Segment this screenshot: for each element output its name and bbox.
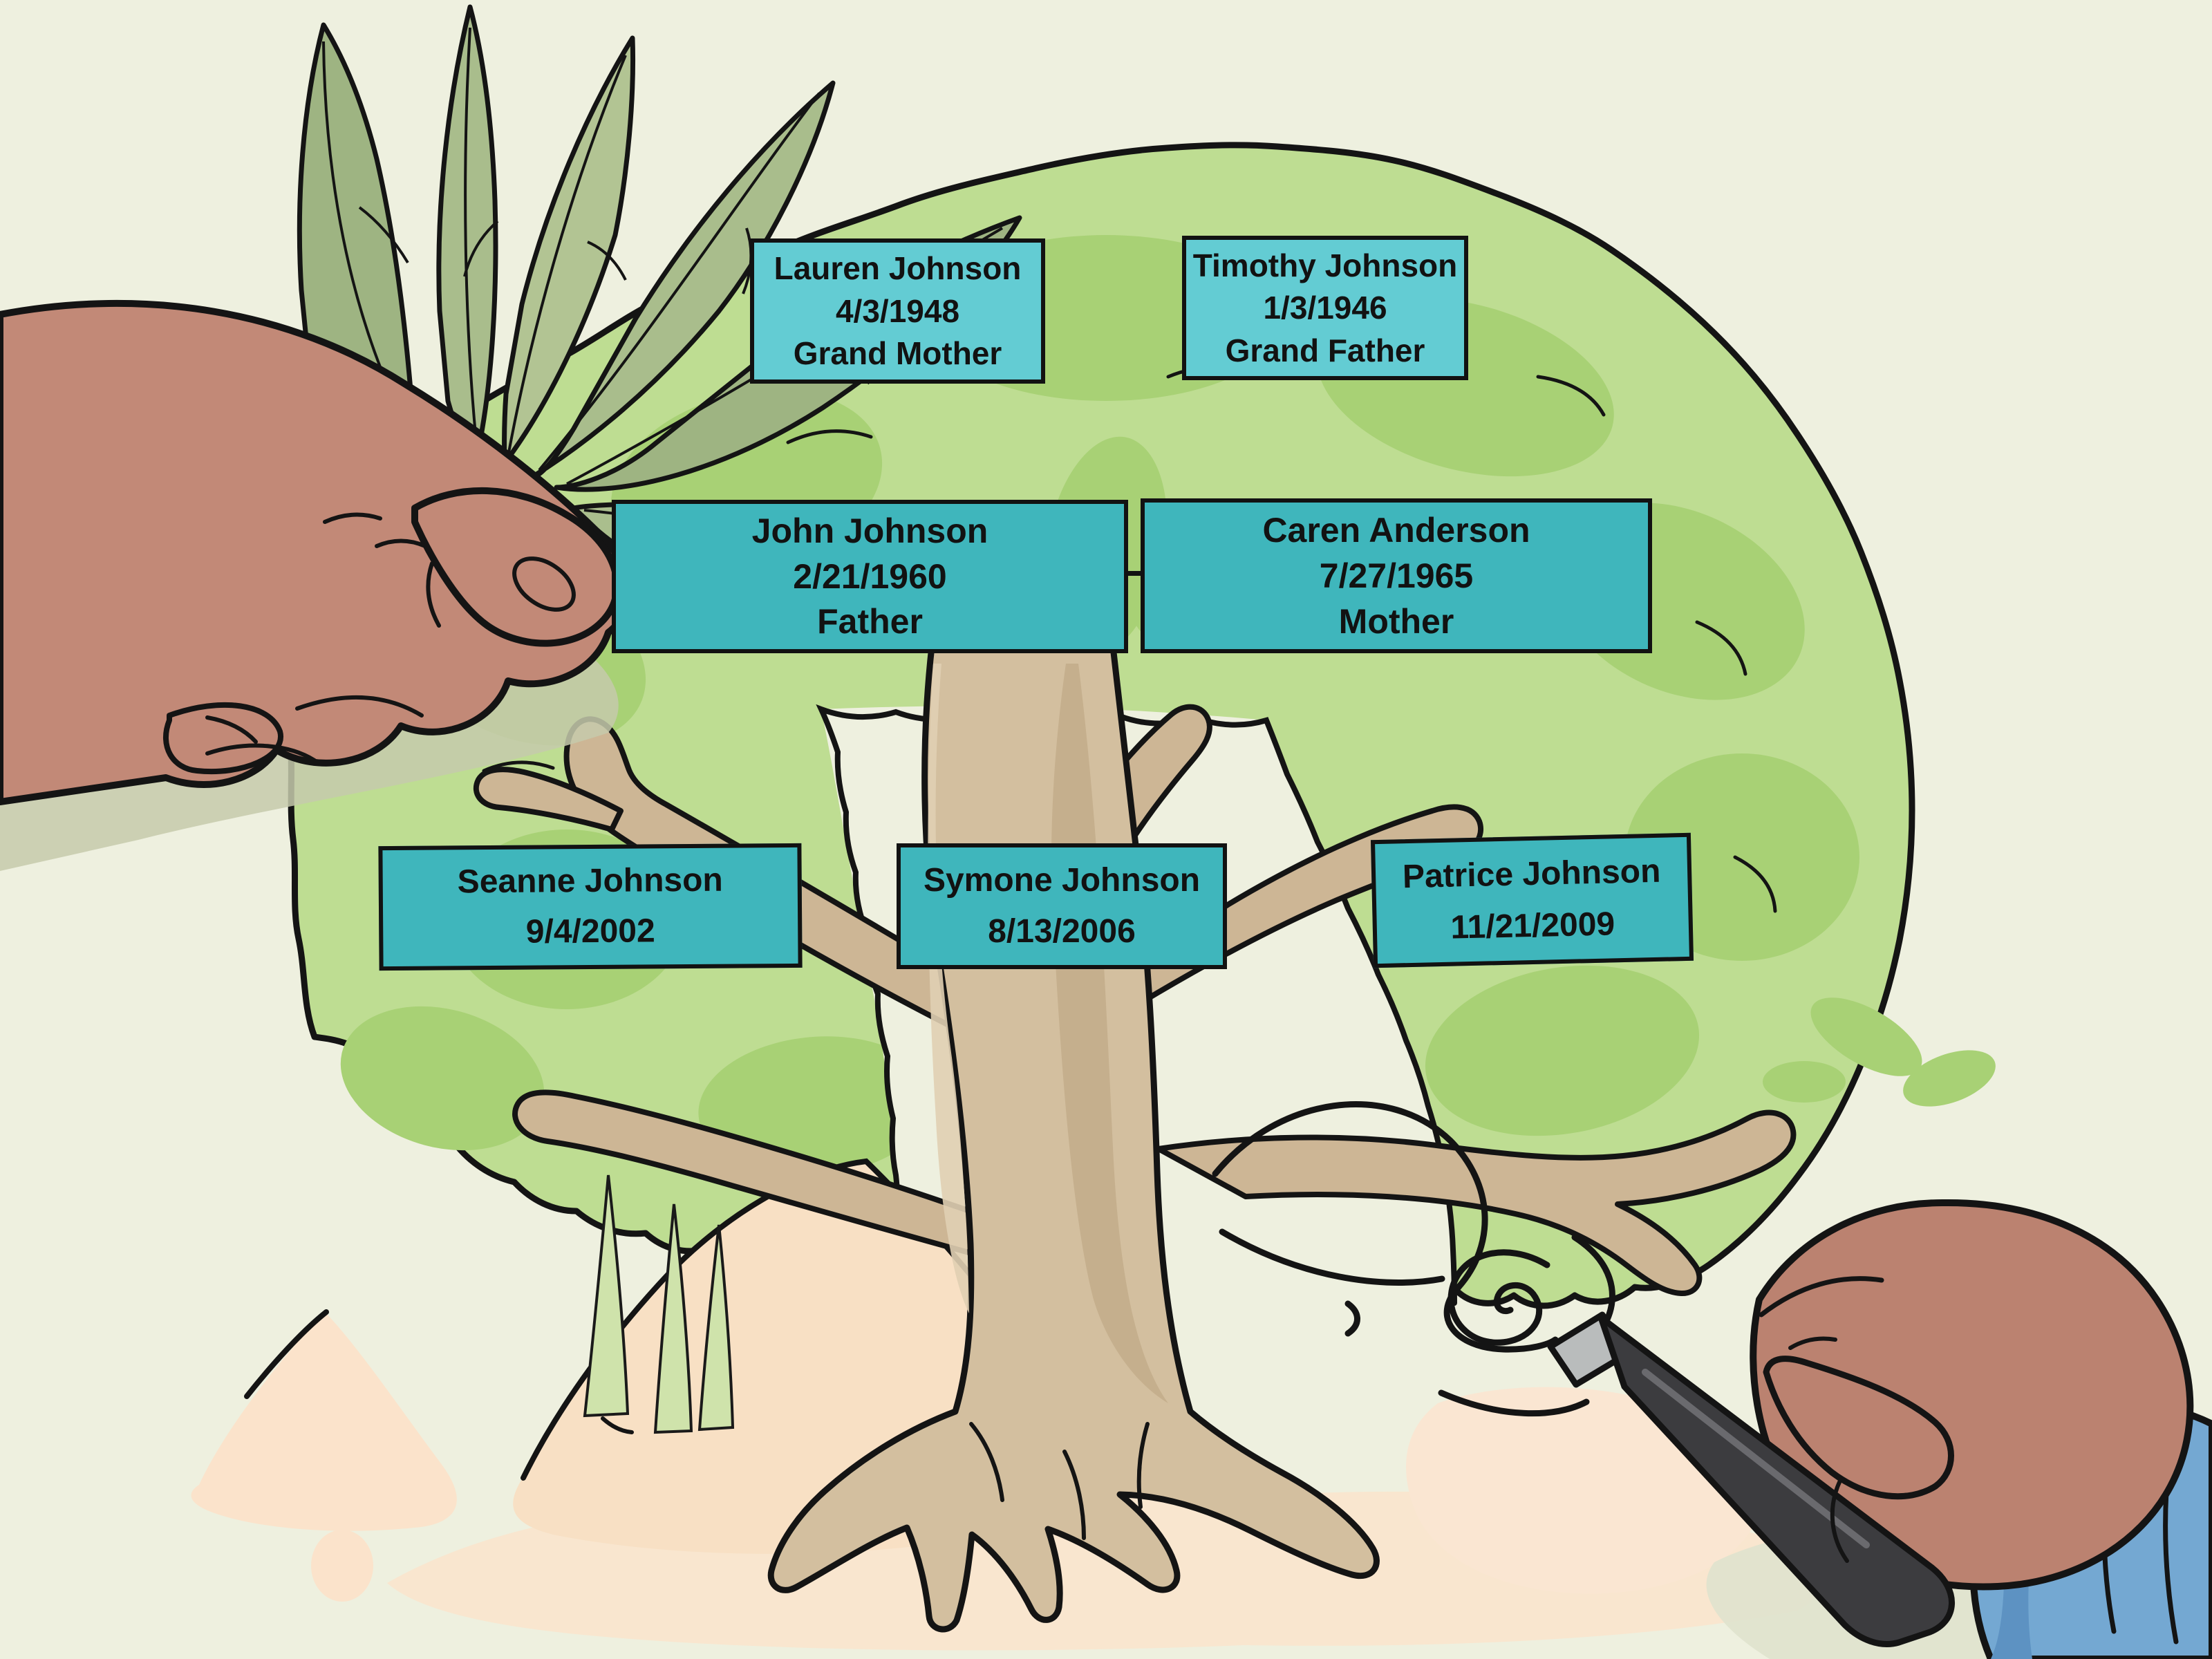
grandfather-role: Grand Father bbox=[1225, 332, 1425, 368]
father-box: John Johnson 2/21/1960 Father bbox=[612, 500, 1128, 653]
canopy-shadow-patches bbox=[340, 235, 1996, 1176]
wind-swirl-icon bbox=[1212, 1101, 1615, 1417]
child3-birthdate: 11/21/2009 bbox=[1450, 905, 1615, 946]
child2-box: Symone Johnson 8/13/2006 bbox=[897, 843, 1227, 969]
grandfather-box: Timothy Johnson 1/3/1946 Grand Father bbox=[1182, 236, 1468, 380]
mother-name: Caren Anderson bbox=[1262, 510, 1530, 550]
child3-name: Patrice Johnson bbox=[1402, 852, 1661, 896]
grandfather-birthdate: 1/3/1946 bbox=[1263, 290, 1387, 326]
child1-name: Seanne Johnson bbox=[457, 862, 723, 901]
grandmother-role: Grand Mother bbox=[793, 335, 1002, 372]
sand-small-blob bbox=[311, 1530, 373, 1602]
grandmother-box: Lauren Johnson 4/3/1948 Grand Mother bbox=[750, 238, 1045, 384]
right-hand-thumb bbox=[1763, 1336, 1954, 1563]
grandmother-birthdate: 4/3/1948 bbox=[835, 292, 960, 329]
mother-role: Mother bbox=[1338, 601, 1454, 641]
father-name: John Johnson bbox=[751, 512, 988, 551]
sand-mound-small bbox=[191, 1312, 457, 1531]
grass-blades bbox=[583, 1174, 735, 1434]
father-birthdate: 2/21/1960 bbox=[793, 556, 947, 596]
mother-box: Caren Anderson 7/27/1965 Mother bbox=[1141, 498, 1652, 653]
grandfather-name: Timothy Johnson bbox=[1192, 247, 1458, 284]
grandmother-name: Lauren Johnson bbox=[774, 250, 1022, 287]
marker-pen bbox=[1547, 1311, 1955, 1647]
father-role: Father bbox=[817, 602, 923, 641]
child3-box: Patrice Johnson 11/21/2009 bbox=[1370, 832, 1694, 968]
child2-name: Symone Johnson bbox=[923, 862, 1201, 899]
child1-birthdate: 9/4/2002 bbox=[525, 912, 655, 950]
child2-birthdate: 8/13/2006 bbox=[988, 912, 1136, 950]
mother-birthdate: 7/27/1965 bbox=[1319, 556, 1474, 595]
left-hand bbox=[0, 299, 632, 805]
child1-box: Seanne Johnson 9/4/2002 bbox=[378, 843, 803, 971]
marker-body bbox=[1597, 1314, 1955, 1647]
parents-connector-line bbox=[1125, 571, 1145, 576]
hand-writing-with-marker-icon bbox=[1547, 1199, 2212, 1659]
